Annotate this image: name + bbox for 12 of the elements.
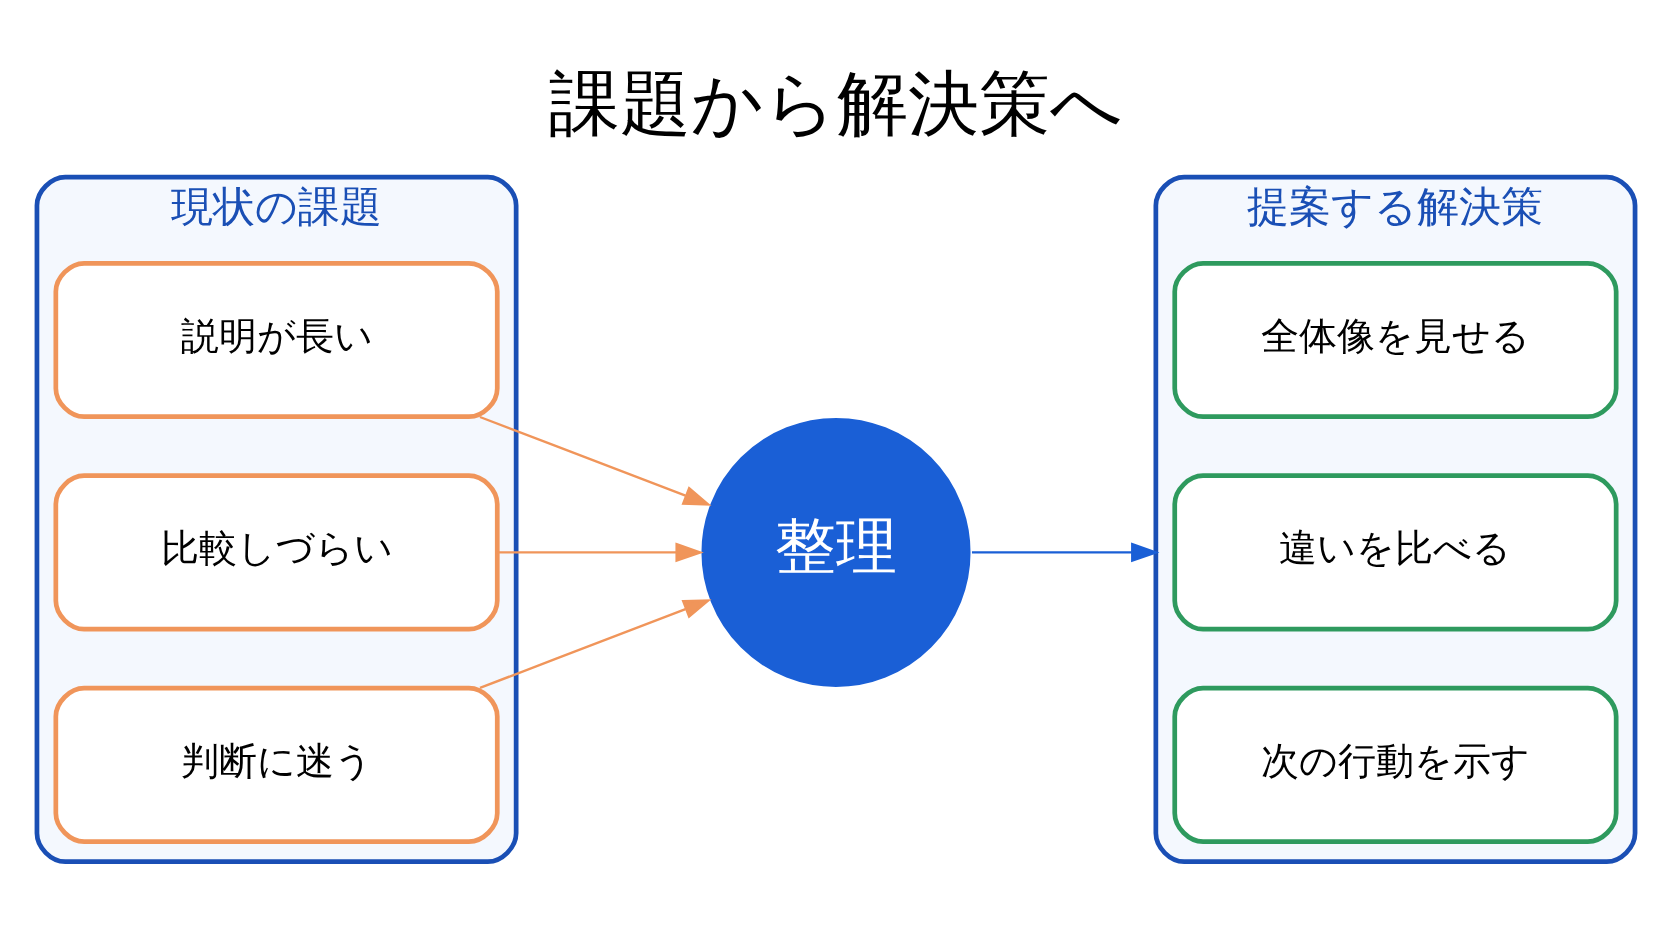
arrow [971, 542, 1160, 562]
arrow [479, 415, 712, 506]
node-box: 違いを比べる [1172, 472, 1619, 631]
node-circle: 整理 [699, 415, 973, 689]
arrow [497, 542, 704, 562]
node-box: 判断に迷う [53, 685, 500, 844]
node-box: 比較しづらい [53, 472, 500, 631]
node-box: 説明が長い [53, 260, 500, 419]
arrow [479, 598, 712, 689]
node-box: 次の行動を示す [1172, 685, 1619, 844]
diagram-title: 課題から解決策へ [549, 61, 1123, 145]
node-box: 全体像を見せる [1172, 260, 1619, 419]
